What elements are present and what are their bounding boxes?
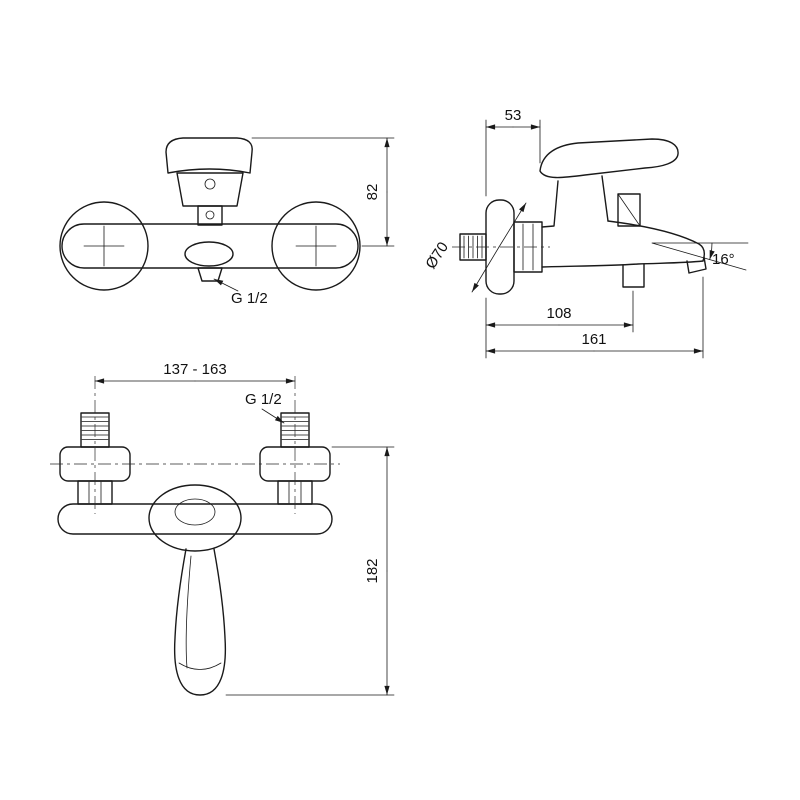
dimension-depth-182: 182 xyxy=(225,446,395,696)
cartridge-cover xyxy=(176,172,244,207)
flange-diameter-label: Ø70 xyxy=(422,239,452,272)
outlet-thread-callout: G 1/2 xyxy=(213,278,268,307)
body-left-profile xyxy=(541,180,559,228)
handle-inner-edge xyxy=(185,555,192,669)
bracket-diagonal xyxy=(617,193,641,227)
wall-escutcheon-left xyxy=(59,201,149,291)
neck-detail xyxy=(205,210,215,220)
dimension-projection-108: 108 xyxy=(485,290,634,359)
extension-lines xyxy=(251,137,395,247)
inlet-thread-callout: G 1/2 xyxy=(245,391,285,424)
outlet-thread-label: G 1/2 xyxy=(231,290,268,307)
diverter-knob xyxy=(622,263,645,288)
plan-view: 137 - 163 G 1/2 182 xyxy=(50,361,395,696)
lever-handle-plan xyxy=(173,548,227,696)
handle-neck xyxy=(197,205,223,226)
centers-dim-label: 137 - 163 xyxy=(163,361,226,378)
dimension-height-82: 82 xyxy=(251,137,395,247)
spout-bottom-profile xyxy=(541,260,704,268)
dimension-reach-161: 161 xyxy=(485,276,704,359)
spout-opening xyxy=(184,241,234,267)
leader-line xyxy=(261,408,285,424)
cartridge-screw xyxy=(204,178,216,190)
extension-lines xyxy=(485,119,541,197)
lever-handle-side xyxy=(539,138,679,179)
cartridge-dome xyxy=(148,484,242,552)
angle-reference-lines xyxy=(651,242,749,271)
nut-facets-right xyxy=(288,481,302,504)
body-bar-plan xyxy=(57,503,333,535)
spout-aerator xyxy=(686,256,707,274)
spout-angle-label: 16° xyxy=(712,251,735,268)
dim-line xyxy=(471,246,500,293)
aerator-front xyxy=(197,267,223,282)
extension-lines xyxy=(485,290,634,359)
dome-inner-detail xyxy=(174,498,216,526)
angle-arc xyxy=(709,242,715,260)
spout-top-profile xyxy=(607,220,706,262)
center-marks xyxy=(83,225,337,267)
depth-dim-label: 182 xyxy=(364,558,381,583)
side-view: 53 Ø70 108 161 16° xyxy=(422,107,749,359)
inlet-thread-label: G 1/2 xyxy=(245,391,282,408)
shower-outlet-bracket xyxy=(617,193,641,227)
extension-lines xyxy=(225,446,395,696)
body-right-profile xyxy=(601,175,609,222)
projection-dim-label: 108 xyxy=(546,305,571,322)
plan-centerlines xyxy=(50,376,340,514)
dimension-depth-53: 53 xyxy=(485,107,541,197)
dimension-flange-diameter: Ø70 xyxy=(422,202,527,293)
dimension-centers-137-163: 137 - 163 xyxy=(94,361,296,384)
leader-line xyxy=(213,278,239,292)
lever-handle-front xyxy=(165,137,253,174)
depth-dim-label: 53 xyxy=(505,107,522,124)
dim-line xyxy=(498,202,527,248)
dimension-spout-angle: 16° xyxy=(651,242,749,271)
nut-facets-left xyxy=(88,481,102,504)
handle-tip-arc xyxy=(178,662,222,670)
reach-dim-label: 161 xyxy=(581,331,606,348)
front-view: 82 G 1/2 xyxy=(59,137,395,307)
wall-escutcheon-right xyxy=(271,201,361,291)
height-dim-label: 82 xyxy=(364,184,381,201)
